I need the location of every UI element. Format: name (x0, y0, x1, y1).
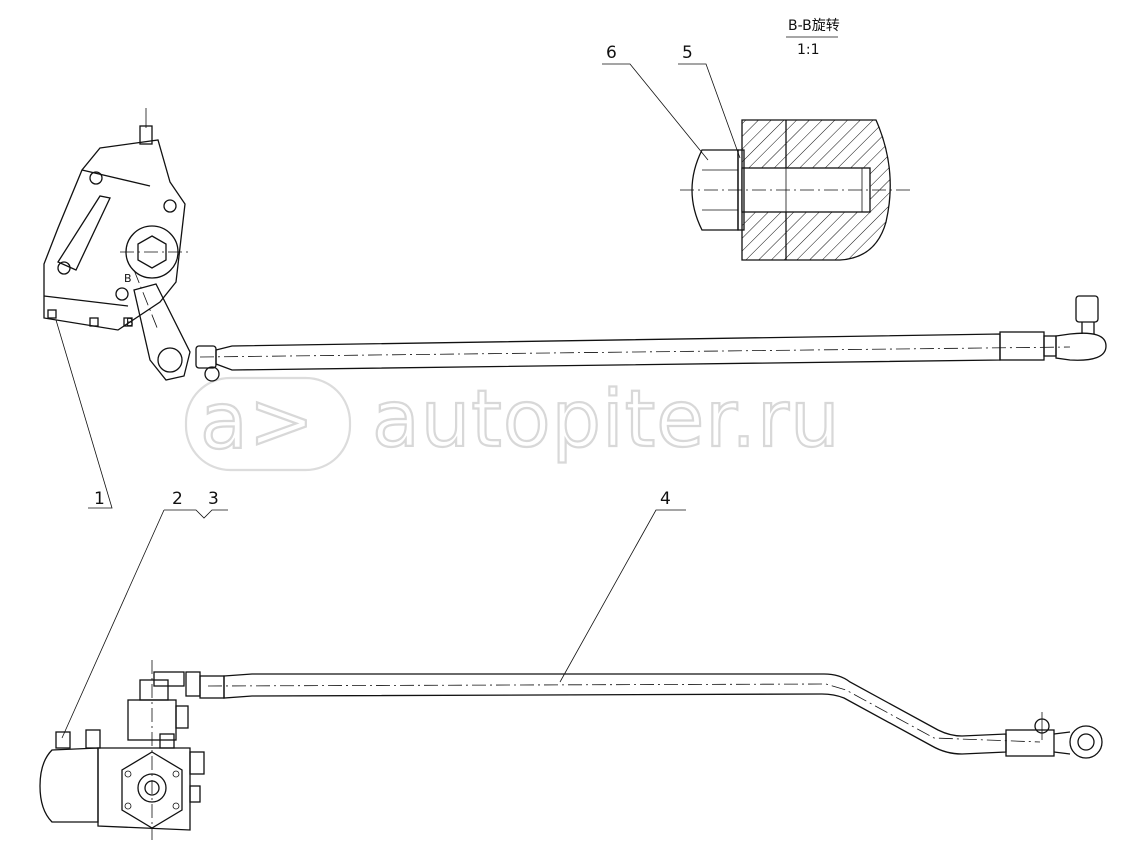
callout-1: 1 (94, 489, 105, 509)
callout-2: 2 (172, 489, 183, 509)
section-scale: 1:1 (797, 42, 820, 58)
leader-2 (61, 509, 165, 739)
bracket-2-3 (164, 509, 228, 519)
section-view-b-b: B-B旋转 1:1 6 5 (602, 18, 910, 261)
callout-6: 6 (606, 43, 617, 63)
front-view: 2 3 4 (39, 489, 1103, 840)
section-mark-b-lower: B (126, 316, 134, 329)
leader-6 (602, 63, 709, 161)
leader-1 (55, 319, 113, 509)
leader-4 (559, 509, 686, 683)
watermark-text: autopiter.ru (372, 375, 841, 465)
watermark-logo: a> (200, 377, 315, 467)
section-title: B-B旋转 (788, 18, 840, 34)
section-washer (737, 149, 745, 231)
pitman-ball (157, 347, 183, 373)
leader-5 (678, 63, 741, 159)
section-mark-b-upper: B (124, 272, 132, 285)
drag-link-top (195, 295, 1107, 382)
steering-gear-front (39, 660, 205, 840)
watermark: a> autopiter.ru (184, 374, 841, 472)
top-view: B B 1 (43, 108, 1107, 509)
pitman-arm-top (133, 283, 191, 381)
watermark-logo-frame (184, 376, 352, 472)
section-nut (691, 149, 739, 231)
front-ball-joint (1069, 725, 1103, 759)
callout-4: 4 (660, 489, 671, 509)
callout-5: 5 (682, 43, 693, 63)
drag-link-front (185, 671, 1103, 759)
callout-3: 3 (208, 489, 219, 509)
steering-gear-top (43, 108, 190, 331)
